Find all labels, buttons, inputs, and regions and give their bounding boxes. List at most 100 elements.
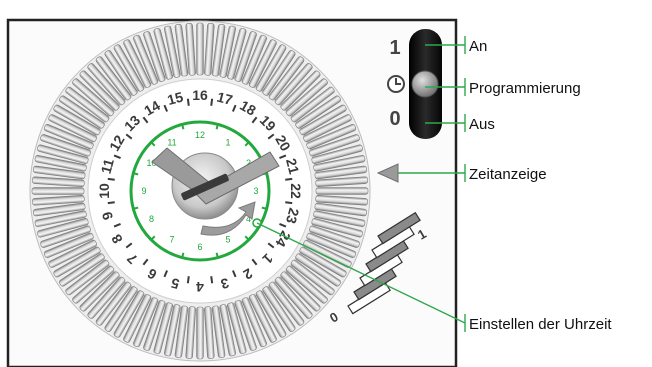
- dial-segment[interactable]: [309, 225, 360, 248]
- dial-segment[interactable]: [290, 86, 335, 123]
- dial-segment[interactable]: [196, 306, 204, 360]
- dial-segment[interactable]: [40, 134, 91, 157]
- dial-segment[interactable]: [268, 281, 305, 326]
- dial-segment[interactable]: [290, 259, 335, 296]
- dial-segment[interactable]: [315, 187, 369, 195]
- dial-segment[interactable]: [65, 259, 110, 296]
- dial-segment[interactable]: [227, 302, 247, 354]
- dial-segment[interactable]: [315, 176, 369, 187]
- dial-segment[interactable]: [71, 265, 115, 304]
- dial-segment[interactable]: [87, 276, 126, 320]
- dial-segment[interactable]: [311, 218, 363, 238]
- dial-segment[interactable]: [185, 306, 196, 360]
- dial-segment[interactable]: [241, 34, 267, 85]
- dial-segment[interactable]: [241, 297, 267, 348]
- dial-segment[interactable]: [219, 25, 236, 78]
- dial-segment[interactable]: [204, 22, 215, 76]
- dial-segment[interactable]: [174, 23, 189, 77]
- dial-segment[interactable]: [31, 176, 85, 187]
- dial-segment[interactable]: [274, 62, 313, 106]
- dial-segment[interactable]: [31, 187, 85, 195]
- dial-segment[interactable]: [133, 297, 159, 348]
- dial-segment[interactable]: [153, 28, 173, 80]
- dial-segment[interactable]: [58, 253, 105, 288]
- dial-segment[interactable]: [123, 39, 152, 89]
- dial-segment[interactable]: [104, 49, 139, 96]
- dial-segment[interactable]: [211, 23, 226, 77]
- dial-segment[interactable]: [234, 31, 257, 82]
- dial-segment[interactable]: [143, 300, 166, 351]
- dial-segment[interactable]: [262, 49, 297, 96]
- dial-segment[interactable]: [31, 195, 85, 206]
- dial-segment[interactable]: [255, 44, 287, 92]
- hour-tick: [186, 98, 190, 106]
- dial-segment[interactable]: [262, 286, 297, 333]
- dial-segment[interactable]: [274, 276, 313, 320]
- dial-segment[interactable]: [255, 290, 287, 338]
- dial-segment[interactable]: [43, 232, 94, 258]
- dial-segment[interactable]: [219, 304, 236, 357]
- dial-segment[interactable]: [306, 124, 357, 150]
- dial-segment[interactable]: [280, 271, 322, 313]
- dial-segment[interactable]: [34, 155, 87, 172]
- dial-segment[interactable]: [113, 44, 145, 92]
- dial-segment[interactable]: [299, 104, 347, 136]
- dial-segment[interactable]: [211, 305, 226, 359]
- dial-segments[interactable]: [31, 22, 369, 360]
- dial-segment[interactable]: [34, 210, 87, 227]
- dial-segment[interactable]: [314, 202, 368, 217]
- dial-segment[interactable]: [280, 70, 322, 112]
- dial-segment[interactable]: [285, 265, 329, 304]
- dial-segment[interactable]: [248, 39, 277, 89]
- dial-segment[interactable]: [204, 306, 215, 360]
- dial-segment[interactable]: [37, 218, 89, 238]
- dial-segment[interactable]: [174, 305, 189, 359]
- dial-segment[interactable]: [79, 70, 121, 112]
- dial-segment[interactable]: [40, 225, 91, 248]
- dial-segment[interactable]: [79, 271, 121, 313]
- dial-segment[interactable]: [71, 78, 115, 117]
- dial-segment[interactable]: [303, 114, 353, 143]
- dial-segment[interactable]: [313, 210, 366, 227]
- dial-segment[interactable]: [164, 25, 181, 78]
- dial-segment[interactable]: [315, 195, 369, 206]
- dial-segment[interactable]: [268, 56, 305, 101]
- dial-segment[interactable]: [53, 104, 101, 136]
- dial-segment[interactable]: [164, 304, 181, 357]
- dial-segment[interactable]: [306, 232, 357, 258]
- dial-segment[interactable]: [65, 86, 110, 123]
- dial-segment[interactable]: [295, 95, 342, 130]
- dial-segment[interactable]: [58, 95, 105, 130]
- dial-segment[interactable]: [53, 246, 101, 278]
- dial-segment[interactable]: [314, 165, 368, 180]
- dial-segment[interactable]: [133, 34, 159, 85]
- dial-segment[interactable]: [285, 78, 329, 117]
- dial-segment[interactable]: [32, 165, 86, 180]
- dial-segment[interactable]: [123, 294, 152, 344]
- dial-segment[interactable]: [234, 300, 257, 351]
- minute-hand[interactable]: [195, 151, 280, 205]
- dial-segment[interactable]: [196, 22, 204, 76]
- dial-segment[interactable]: [153, 302, 173, 354]
- dial-segment[interactable]: [32, 202, 86, 217]
- dial-segment[interactable]: [248, 294, 277, 344]
- dial-segment[interactable]: [43, 124, 94, 150]
- dial-segment[interactable]: [95, 56, 132, 101]
- dial-segment[interactable]: [311, 144, 363, 164]
- mode-switch-knob[interactable]: [411, 70, 439, 98]
- dial-segment[interactable]: [95, 281, 132, 326]
- dial-segment[interactable]: [87, 62, 126, 106]
- dial-segment[interactable]: [185, 22, 196, 76]
- dial-segment[interactable]: [295, 253, 342, 288]
- dial-segment[interactable]: [113, 290, 145, 338]
- dial-segment[interactable]: [309, 134, 360, 157]
- dial-segment[interactable]: [299, 246, 347, 278]
- dial-segment[interactable]: [313, 155, 366, 172]
- dial-segment[interactable]: [37, 144, 89, 164]
- dial-segment[interactable]: [104, 286, 139, 333]
- dial-segment[interactable]: [227, 28, 247, 80]
- dial-segment[interactable]: [48, 239, 98, 268]
- dial-segment[interactable]: [143, 31, 166, 82]
- dial-segment[interactable]: [48, 114, 98, 143]
- hour-number-12: 3: [253, 186, 258, 196]
